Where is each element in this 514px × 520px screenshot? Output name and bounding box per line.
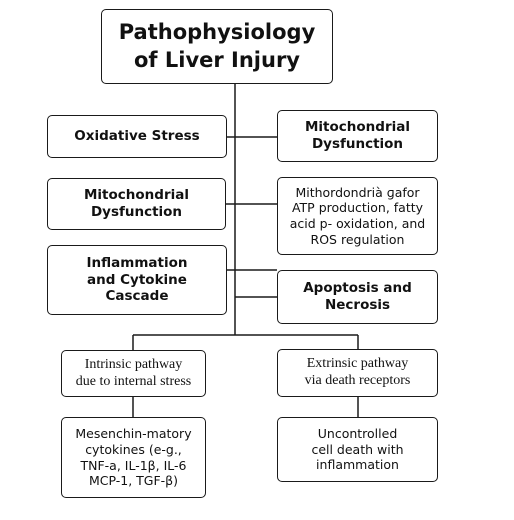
- node-inflammation-cytokine-cascade: Inflammation and Cytokine Cascade: [47, 245, 227, 315]
- node-uncontrolled-cell-death: Uncontrolled cell death with inflammatio…: [277, 417, 438, 482]
- node-apoptosis-necrosis: Apoptosis and Necrosis: [277, 270, 438, 324]
- node-mitochondrial-dysfunction-left: Mitochondrial Dysfunction: [47, 178, 226, 230]
- node-mitochondrial-dysfunction-right: Mitochondrial Dysfunction: [277, 110, 438, 162]
- node-inflammatory-cytokines: Mesenchin-matory cytokines (e-g., TNF-a,…: [61, 417, 206, 498]
- diagram-title: Pathophysiology of Liver Injury: [101, 9, 333, 84]
- node-mitochondria-functions: Mithordondrià ɡafor ATP production, fatt…: [277, 177, 438, 255]
- node-extrinsic-pathway: Extrinsic pathway via death receptors: [277, 349, 438, 397]
- node-intrinsic-pathway: Intrinsic pathway due to internal stress: [61, 350, 206, 397]
- node-oxidative-stress: Oxidative Stress: [47, 115, 227, 158]
